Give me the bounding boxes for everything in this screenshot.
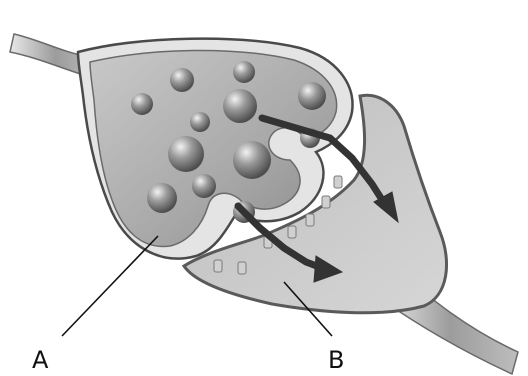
vesicle (233, 141, 271, 179)
receptor (322, 196, 330, 208)
vesicle (170, 68, 194, 92)
label-a: A (32, 346, 49, 374)
vesicle (131, 93, 153, 115)
vesicle (147, 183, 177, 213)
receptor (214, 260, 222, 272)
receptor (334, 176, 342, 188)
label-b: B (328, 346, 344, 374)
receptor (288, 226, 296, 238)
receptor (238, 262, 246, 274)
vesicle (298, 82, 326, 110)
vesicle (168, 136, 204, 172)
leader-line-a (62, 236, 158, 336)
receptor (306, 214, 314, 226)
vesicle (190, 112, 210, 132)
vesicle (223, 89, 257, 123)
vesicle (233, 61, 255, 83)
vesicle (192, 174, 216, 198)
